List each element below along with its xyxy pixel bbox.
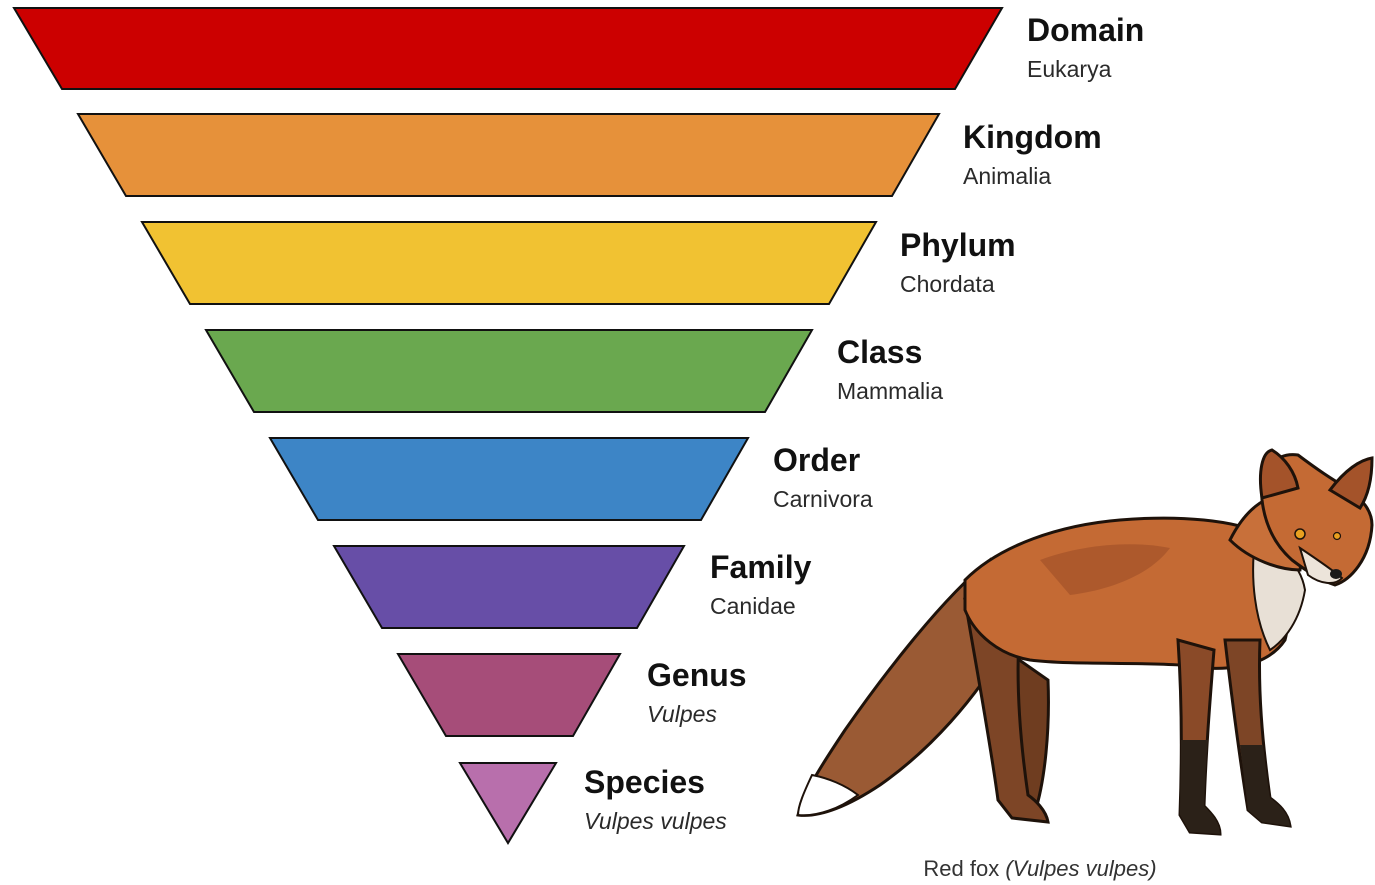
genus-band	[398, 654, 620, 736]
fox-nose-icon	[1330, 569, 1342, 579]
genus-taxon-label: Vulpes	[647, 701, 717, 727]
kingdom-taxon-label: Animalia	[963, 163, 1051, 189]
order-taxon-label: Carnivora	[773, 486, 873, 512]
family-band	[334, 546, 684, 628]
family-taxon-label: Canidae	[710, 593, 796, 619]
fox-caption: Red fox (Vulpes vulpes)	[923, 856, 1156, 881]
fox-front-sock	[1180, 740, 1220, 834]
class-taxon-label: Mammalia	[837, 378, 943, 404]
class-band	[206, 330, 812, 412]
red-fox-icon	[798, 450, 1372, 834]
kingdom-rank-label: Kingdom	[963, 119, 1102, 155]
species-band	[460, 763, 556, 843]
domain-rank-label: Domain	[1027, 12, 1144, 48]
fox-eye-far-icon	[1334, 533, 1341, 540]
class-rank-label: Class	[837, 334, 922, 370]
species-rank-label: Species	[584, 764, 705, 800]
domain-band	[14, 8, 1002, 89]
phylum-rank-label: Phylum	[900, 227, 1016, 263]
order-band	[270, 438, 748, 520]
domain-taxon-label: Eukarya	[1027, 56, 1112, 82]
order-rank-label: Order	[773, 442, 860, 478]
fox-caption-scientific: (Vulpes vulpes)	[1005, 856, 1156, 881]
kingdom-band	[78, 114, 939, 196]
family-rank-label: Family	[710, 549, 812, 585]
phylum-taxon-label: Chordata	[900, 271, 995, 297]
fox-caption-common: Red fox	[923, 856, 1005, 881]
species-taxon-label: Vulpes vulpes	[584, 808, 727, 834]
fox-eye-icon	[1295, 529, 1305, 539]
genus-rank-label: Genus	[647, 657, 747, 693]
phylum-band	[142, 222, 876, 304]
